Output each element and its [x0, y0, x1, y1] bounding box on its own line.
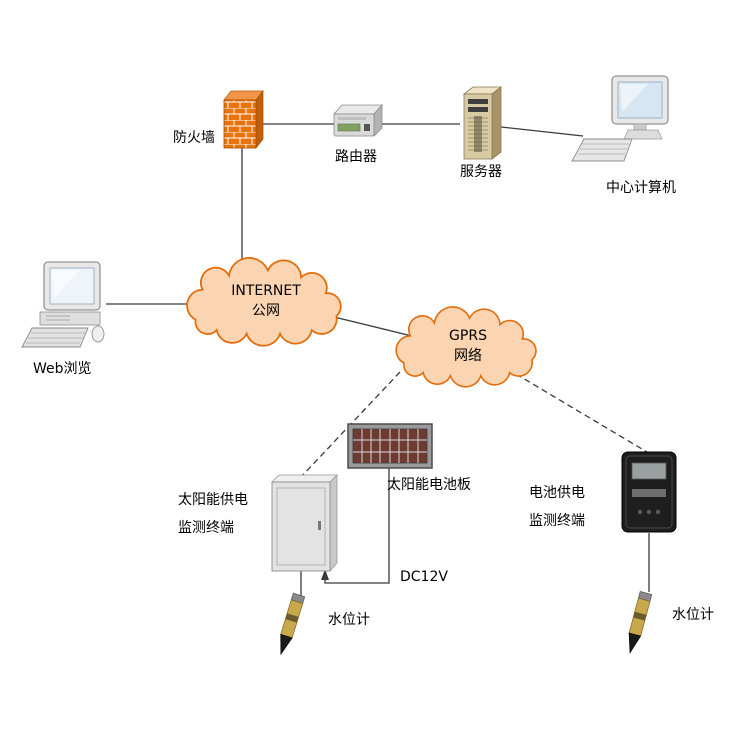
dc12v-arrowhead: [321, 569, 329, 580]
central-computer-label: 中心计算机: [606, 180, 676, 196]
central-computer-icon: [571, 75, 669, 162]
battery-terminal-icon: [621, 451, 677, 533]
internet-cloud-label-line2: 公网: [252, 303, 280, 319]
battery-terminal-label-line2: 监测终端: [529, 513, 585, 529]
line-internet-gprs: [329, 315, 421, 339]
dc12v-label: DC12V: [400, 569, 448, 585]
solar-panel-label: 太阳能电池板: [387, 477, 471, 493]
water-gauge-left-icon: [280, 592, 306, 656]
solar-terminal-label-line2: 监测终端: [178, 520, 234, 536]
solar-terminal-cabinet-icon: [271, 474, 338, 573]
gprs-cloud-label-line2: 网络: [454, 348, 482, 364]
router-label: 路由器: [335, 149, 377, 165]
line-server-computer: [500, 126, 584, 137]
battery-terminal-label-line1: 电池供电: [529, 485, 585, 501]
water-gauge-right-label: 水位计: [672, 607, 714, 623]
line-solar-dc12v: [324, 468, 390, 584]
firewall-label: 防火墙: [173, 130, 215, 146]
line-gprs-battery-terminal-dashed: [515, 373, 648, 453]
server-label: 服务器: [460, 164, 502, 180]
water-gauge-right-icon: [628, 591, 653, 654]
internet-cloud-label-line1: INTERNET: [231, 283, 301, 299]
internet-cloud: [186, 257, 342, 347]
router-icon: [333, 103, 383, 137]
web-computer-icon: [21, 261, 105, 348]
water-gauge-left-label: 水位计: [328, 612, 370, 628]
gprs-cloud: [395, 306, 537, 388]
solar-panel-icon: [347, 423, 433, 469]
firewall-icon: [223, 89, 264, 150]
gprs-cloud-label-line1: GPRS: [449, 328, 487, 344]
solar-terminal-label-line1: 太阳能供电: [178, 492, 248, 508]
server-icon: [462, 86, 503, 160]
web-browser-label: Web浏览: [33, 361, 92, 377]
